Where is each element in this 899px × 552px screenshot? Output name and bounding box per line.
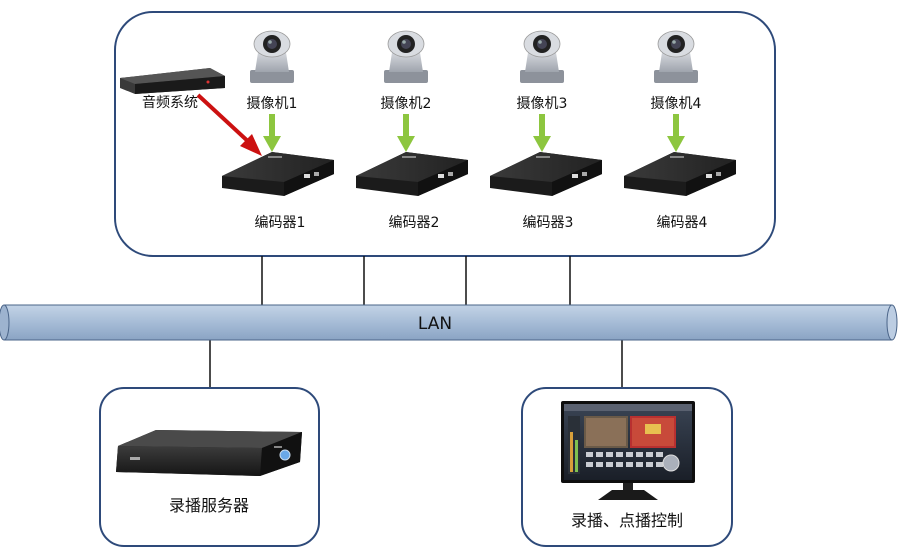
encoder-3: 编码器3 [490,152,602,231]
camera-4: 摄像机4 [651,30,702,112]
camera-1: 摄像机1 [247,30,298,112]
control-buttons [586,452,663,467]
camera-2-label: 摄像机2 [381,96,432,112]
control-label: 录播、点播控制 [571,511,683,530]
lan-connectors-top [261,256,571,305]
lan-connectors-bottom [209,340,623,388]
camera-1-label: 摄像机1 [247,96,298,112]
camera-3: 摄像机3 [517,30,568,112]
audio-to-encoder-arrow [196,93,262,156]
green-arrow-3 [533,114,551,152]
encoder-4-label: 编码器4 [657,215,708,231]
audio-system-device: 音频系统 [120,68,225,111]
camera-to-encoder-arrows [263,114,685,152]
encoder-2: 编码器2 [356,152,468,231]
green-arrow-1 [263,114,281,152]
lan-bus: LAN [0,304,898,341]
lan-label: LAN [418,314,452,334]
server-label: 录播服务器 [169,496,249,515]
control-monitor: 录播、点播控制 [561,401,695,530]
audio-system-label: 音频系统 [142,94,198,111]
green-arrow-4 [667,114,685,152]
encoder-3-label: 编码器3 [523,215,574,231]
camera-4-label: 摄像机4 [651,96,702,112]
encoder-2-label: 编码器2 [389,215,440,231]
green-arrow-2 [397,114,415,152]
camera-2: 摄像机2 [381,30,432,112]
encoder-1-label: 编码器1 [255,215,306,231]
encoder-1: 编码器1 [222,152,334,231]
camera-3-label: 摄像机3 [517,96,568,112]
encoder-4: 编码器4 [624,152,736,231]
recording-server-device: 录播服务器 [116,430,302,515]
